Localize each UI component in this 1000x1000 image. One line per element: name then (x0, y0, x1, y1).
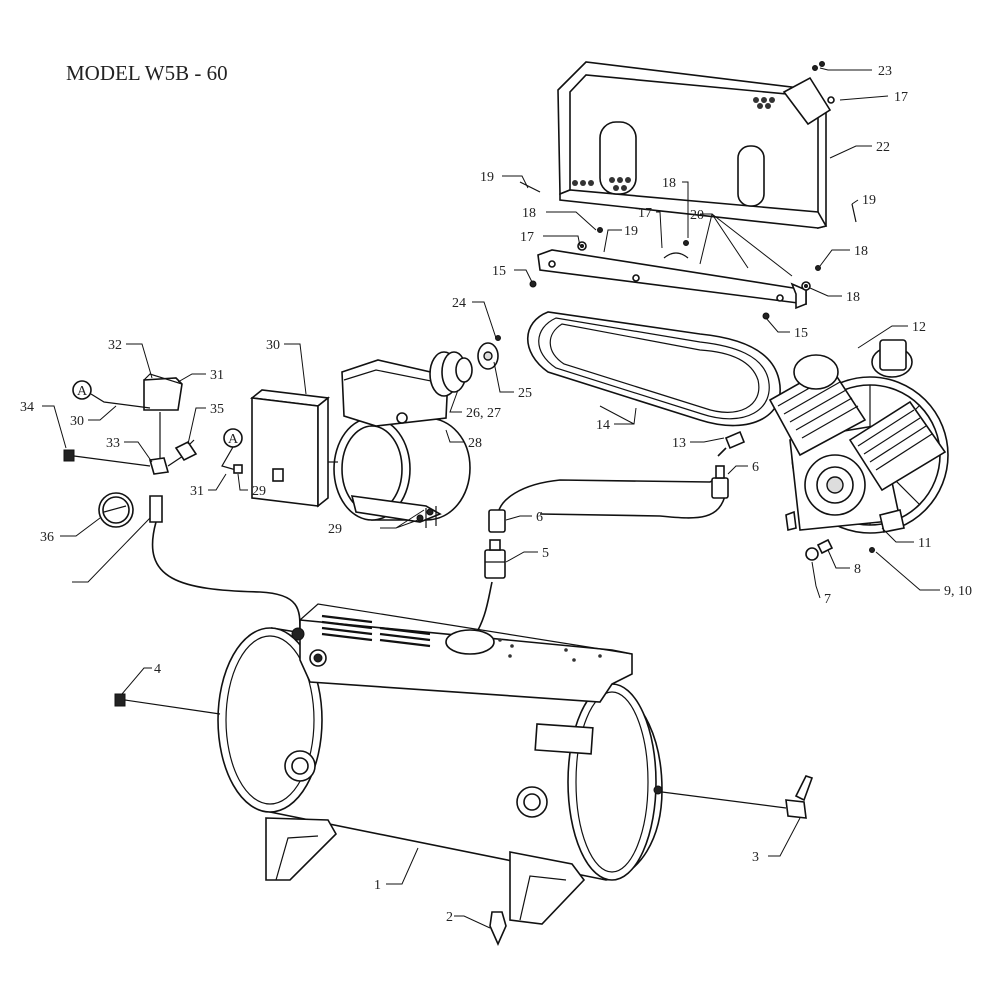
guard-bracket (537, 249, 807, 310)
callout-14: 14 (596, 418, 610, 433)
tank-drain-valve (489, 911, 507, 946)
wire-connector-a: A (221, 428, 243, 474)
callout-19: 20 (690, 208, 704, 223)
manifold-plug (63, 449, 75, 462)
pressure-switch (143, 373, 183, 411)
callout-21: 23 (878, 64, 892, 79)
callout-3: 3 (752, 850, 759, 865)
callout-34: 35 (210, 402, 224, 417)
callout-18: 18 (662, 176, 676, 191)
callout-31: 32 (108, 338, 122, 353)
callout-15: 15 (794, 326, 808, 341)
guard-hardware (519, 61, 857, 320)
callout-16: 17 (638, 206, 652, 221)
callout-labels: 23 17 22 19 19 18 17 18 17 19 20 15 18 1… (20, 64, 972, 925)
electric-motor (333, 359, 471, 528)
callout-15: 15 (492, 264, 506, 279)
pressure-switch-tube (151, 521, 301, 631)
manifold (73, 412, 187, 475)
marker-A-lower: A (228, 432, 239, 447)
callout-29: 30 (70, 414, 84, 429)
callout-6: 6 (752, 460, 759, 475)
callout-20: 22 (876, 140, 890, 155)
callout-19: 19 (624, 224, 638, 239)
callout-9-10: 9, 10 (944, 584, 972, 599)
ball-valve (661, 775, 814, 819)
leader-lines (42, 67, 940, 929)
compression-fitting-upper (711, 465, 729, 499)
callout-28: 30 (266, 338, 280, 353)
callout-19: 19 (480, 170, 494, 185)
callout-18: 18 (522, 206, 536, 221)
pulley-bushing (477, 335, 501, 370)
callout-13: 13 (672, 436, 686, 451)
belt-guard (557, 61, 832, 230)
compressor-pump (768, 339, 949, 534)
callout-32: 33 (106, 436, 120, 451)
callout-18: 18 (854, 244, 868, 259)
callout-24: 26, 27 (466, 406, 501, 421)
discharge-tube-upper (497, 479, 715, 515)
air-tank (217, 603, 663, 925)
callout-17: 17 (520, 230, 534, 245)
control-box (250, 389, 338, 508)
elbow-connection (717, 447, 727, 457)
callout-35: 36 (40, 530, 54, 545)
callout-19: 19 (862, 193, 876, 208)
pump-fittings (724, 430, 875, 561)
compression-fitting-lower (488, 509, 506, 533)
marker-A-upper: A (77, 384, 88, 399)
callout-8: 8 (854, 562, 861, 577)
callout-23: 25 (518, 386, 532, 401)
callout-25: 28 (468, 436, 482, 451)
manifold-nipple (149, 495, 163, 523)
callout-17: 17 (894, 90, 908, 105)
callout-22: 24 (452, 296, 466, 311)
motor-pulley (429, 351, 473, 397)
check-valve (484, 539, 506, 579)
model-title: MODEL W5B - 60 (66, 61, 228, 85)
callout-1: 1 (374, 878, 381, 893)
callout-12: 12 (912, 320, 926, 335)
callout-4: 4 (154, 662, 161, 677)
callout-7: 7 (824, 592, 831, 607)
callout-33: 34 (20, 400, 34, 415)
safety-valve (174, 439, 198, 462)
wire-connector-a-upper: A (72, 380, 151, 409)
callout-2: 2 (446, 910, 453, 925)
callout-11: 11 (918, 536, 931, 551)
discharge-tube-return (539, 491, 727, 519)
drive-belt (526, 311, 781, 427)
callout-26-27: 29 (328, 522, 342, 537)
callout-6: 6 (536, 510, 543, 525)
callout-30: 31 (210, 368, 224, 383)
tank-plug (114, 693, 221, 715)
callout-5: 5 (542, 546, 549, 561)
pressure-gauge (98, 492, 134, 528)
callout-29: 29 (252, 484, 266, 499)
callout-30: 31 (190, 484, 204, 499)
callout-17: 18 (846, 290, 860, 305)
